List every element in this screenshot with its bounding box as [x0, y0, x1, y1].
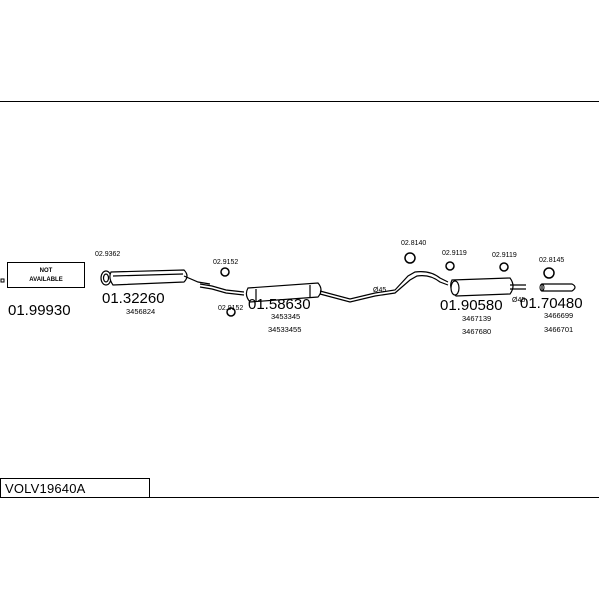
part-ref: 3453345	[271, 312, 301, 321]
fitting-number: 02.9152	[218, 305, 244, 312]
tail-pipe	[541, 283, 576, 292]
diagram-frame	[0, 101, 599, 498]
fitting-number: 02.9362	[95, 251, 121, 258]
model-code-box: VOLV19640A	[0, 478, 150, 498]
model-code: VOLV19640A	[5, 481, 86, 496]
fitting-number: 02.9119	[492, 252, 517, 259]
pipe-dimension: Ø45	[512, 297, 526, 304]
front-muffler	[100, 269, 211, 286]
fitting-number: 02.9119	[442, 250, 467, 257]
part-number: 01.58630	[248, 296, 311, 313]
part-ref: 34533455	[268, 325, 302, 334]
part-ref: 3467680	[462, 327, 492, 336]
not-available-box: NOT AVAILABLE	[7, 262, 85, 288]
part-ref: 3466701	[544, 325, 574, 334]
not-available-line2: AVAILABLE	[29, 277, 63, 283]
pipe-dimension: Ø45	[373, 287, 387, 294]
hanger-icon	[220, 252, 555, 317]
part-number: 01.99930	[8, 302, 71, 319]
part-ref: 3456824	[126, 307, 156, 316]
rear-muffler	[450, 277, 526, 297]
part-number: 01.32260	[102, 290, 165, 307]
fitting-number: 02.8140	[401, 240, 427, 247]
not-available-line1: NOT	[39, 268, 53, 274]
part-ref: 3466699	[544, 311, 574, 320]
part-ref: 3467139	[462, 314, 492, 323]
edge-connector	[0, 278, 5, 283]
middle-pipe	[319, 271, 449, 300]
fitting-number: 02.8145	[539, 257, 565, 264]
middle-muffler	[245, 282, 322, 303]
front-pipe	[199, 283, 245, 293]
fitting-number: 02.9152	[213, 259, 239, 266]
part-number: 01.90580	[440, 297, 503, 314]
part-number: 01.70480	[520, 295, 583, 312]
